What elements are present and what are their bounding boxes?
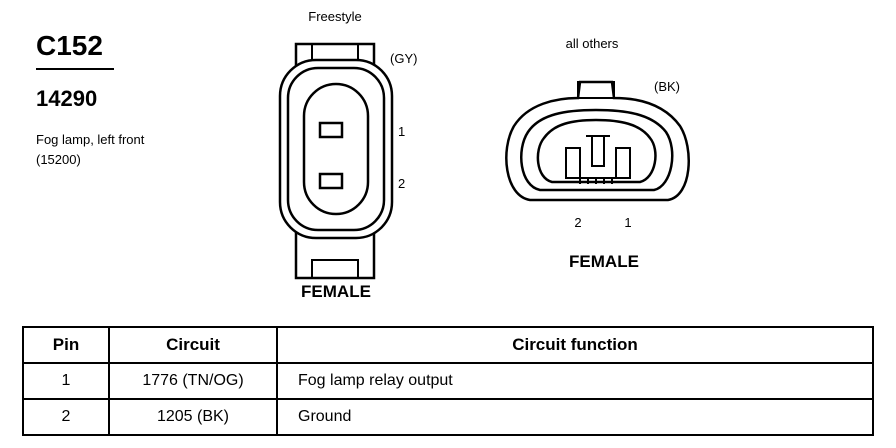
all-others-pin-2-label: 2 [574,215,581,230]
all-others-gender-label: FEMALE [569,252,639,271]
freestyle-variant-label: Freestyle [308,9,361,24]
table-row: 1 1776 (TN/OG) Fog lamp relay output [22,362,874,400]
row-pin: 1 [22,362,110,400]
pin-table: Pin Circuit Circuit function 1 1776 (TN/… [22,326,874,436]
row-circuit: 1776 (TN/OG) [108,362,278,400]
all-others-pin-1-label: 1 [624,215,631,230]
header-pin: Pin [22,326,110,364]
header-circuit-function: Circuit function [276,326,874,364]
row-circuit-function: Ground [276,398,874,436]
part-number: 14290 [36,86,98,111]
all-others-connector-drawing [505,80,690,202]
header-circuit: Circuit [108,326,278,364]
all-others-variant-label: all others [566,36,619,51]
row-circuit-function: Fog lamp relay output [276,362,874,400]
table-header-row: Pin Circuit Circuit function [22,326,874,364]
all-others-color-code: (BK) [654,79,680,94]
freestyle-gender-label: FEMALE [301,282,371,301]
freestyle-pin-2-label: 2 [398,176,405,191]
connector-id: C152 [36,30,103,61]
connector-reference: (15200) [36,152,81,167]
row-pin: 2 [22,398,110,436]
row-circuit: 1205 (BK) [108,398,278,436]
freestyle-color-code: (GY) [390,51,417,66]
connector-description: Fog lamp, left front [36,132,145,147]
freestyle-connector-drawing [278,42,394,280]
freestyle-pin-1-label: 1 [398,124,405,139]
connector-id-underline [36,68,114,70]
table-row: 2 1205 (BK) Ground [22,398,874,436]
